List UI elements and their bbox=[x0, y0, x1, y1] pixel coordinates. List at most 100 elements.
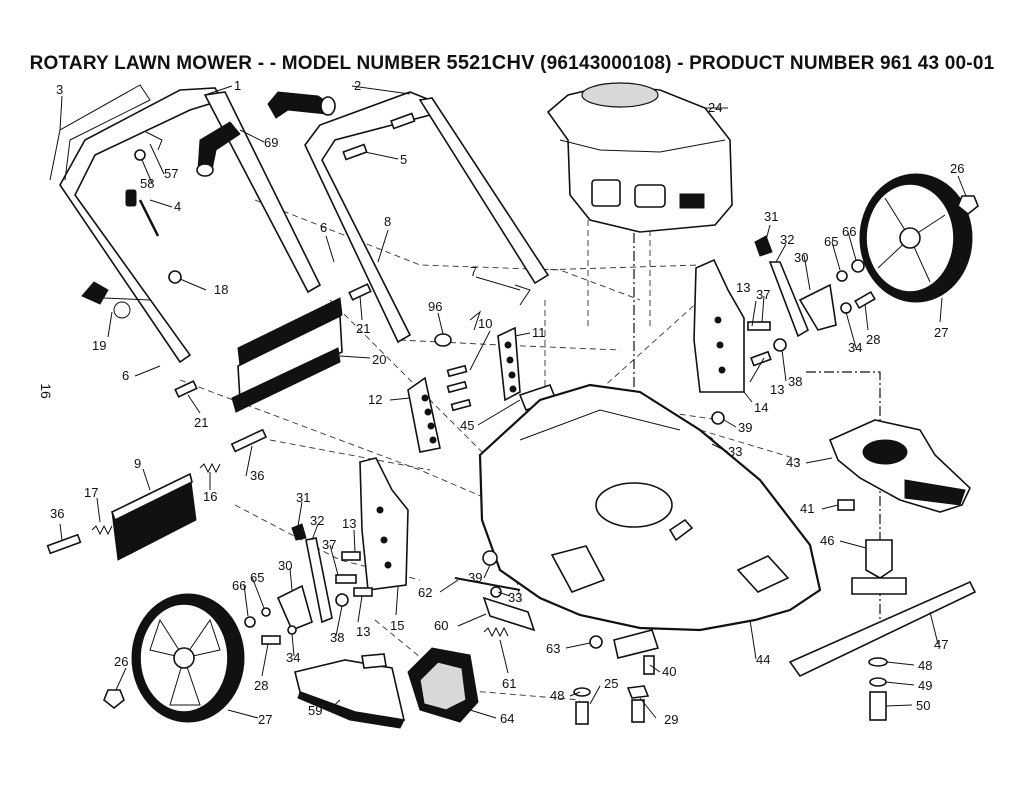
washer-65-right bbox=[836, 270, 848, 282]
diagram-title: ROTARY LAWN MOWER - - MODEL NUMBER 5521C… bbox=[0, 52, 1024, 75]
label-part-62: 62 bbox=[418, 585, 432, 600]
label-part-66-left: 66 bbox=[232, 578, 246, 593]
label-part-17: 17 bbox=[84, 485, 98, 500]
nut-38-right bbox=[773, 338, 787, 352]
label-part-50: 50 bbox=[916, 698, 930, 713]
washer-66-left bbox=[244, 616, 256, 628]
washer-34-left bbox=[287, 625, 297, 635]
spring-16 bbox=[199, 462, 221, 474]
label-part-16: 16 bbox=[203, 489, 217, 504]
label-part-34-left: 34 bbox=[286, 650, 300, 665]
bushing-39-right bbox=[711, 411, 725, 425]
grip-31-left bbox=[291, 523, 307, 541]
label-part-8: 8 bbox=[384, 214, 391, 229]
discharge-chute-59 bbox=[294, 653, 406, 729]
label-part-25: 25 bbox=[604, 676, 618, 691]
part-number-labels: 1 2 3 4 5 6 6 7 8 9 10 11 12 13 13 13 13… bbox=[50, 78, 964, 727]
wheel-27-right bbox=[859, 173, 973, 303]
control-cable-4 bbox=[125, 189, 160, 237]
label-part-32-right: 32 bbox=[780, 232, 794, 247]
label-part-38-right: 38 bbox=[788, 374, 802, 389]
bushing-39-left bbox=[482, 550, 498, 566]
mulch-plug-43 bbox=[828, 419, 971, 513]
label-part-28-left: 28 bbox=[254, 678, 268, 693]
bolt-36-lower bbox=[46, 533, 82, 555]
screws-10 bbox=[446, 364, 472, 412]
wing-knob-19 bbox=[81, 281, 151, 319]
blade-adapter-46 bbox=[851, 539, 907, 595]
label-part-36-upper: 36 bbox=[250, 468, 264, 483]
title-suffix: (96143000108) - PRODUCT NUMBER 961 43 00… bbox=[534, 53, 995, 74]
label-part-19: 19 bbox=[92, 338, 106, 353]
label-part-26-right: 26 bbox=[950, 161, 964, 176]
bracket-60 bbox=[482, 596, 536, 632]
label-part-13-c: 13 bbox=[342, 516, 356, 531]
label-part-59: 59 bbox=[308, 703, 322, 718]
label-part-3: 3 bbox=[56, 82, 63, 97]
label-part-7: 7 bbox=[470, 264, 477, 279]
bolt-13-left-a bbox=[341, 551, 361, 561]
washer-48-left bbox=[573, 687, 591, 697]
label-part-30-left: 30 bbox=[278, 558, 292, 573]
bolt-28-right bbox=[854, 290, 876, 310]
nut-63 bbox=[589, 635, 603, 649]
label-part-11: 11 bbox=[532, 325, 546, 340]
rod-62 bbox=[454, 577, 521, 591]
grip-31-right bbox=[754, 235, 773, 257]
label-part-38-left: 38 bbox=[330, 630, 344, 645]
washer-65-left bbox=[261, 607, 271, 617]
nut-29 bbox=[626, 685, 650, 699]
bolt-40 bbox=[643, 655, 655, 675]
label-part-9: 9 bbox=[134, 456, 141, 471]
label-part-2: 2 bbox=[354, 78, 361, 93]
wheel-27-left bbox=[131, 593, 245, 723]
engine-24 bbox=[546, 82, 733, 233]
label-part-48-left: 48 bbox=[550, 688, 564, 703]
lower-handle-left bbox=[59, 87, 322, 364]
label-part-37-left: 37 bbox=[322, 537, 336, 552]
lever-32-right bbox=[768, 261, 810, 338]
height-bracket-12 bbox=[407, 376, 441, 453]
label-part-96: 96 bbox=[428, 299, 442, 314]
bolt-37-left bbox=[335, 574, 357, 584]
washer-34-right bbox=[840, 302, 852, 314]
height-bracket-11 bbox=[497, 326, 521, 402]
screw-58 bbox=[134, 149, 146, 161]
label-part-6-lower: 6 bbox=[122, 368, 129, 383]
rear-baffle-rails-20 bbox=[231, 297, 343, 413]
rear-shield-64 bbox=[407, 647, 479, 723]
label-part-58: 58 bbox=[140, 176, 154, 191]
label-part-13-a: 13 bbox=[736, 280, 750, 295]
bolt-13-left-b bbox=[353, 587, 373, 597]
label-part-46: 46 bbox=[820, 533, 834, 548]
label-part-21-lower: 21 bbox=[194, 415, 208, 430]
leader-lines bbox=[59, 85, 967, 719]
label-part-31-right: 31 bbox=[764, 209, 778, 224]
nut-33-left bbox=[490, 586, 502, 598]
label-part-48-right: 48 bbox=[918, 658, 932, 673]
bracket-40 bbox=[613, 629, 660, 659]
label-part-65-right: 65 bbox=[824, 234, 838, 249]
label-part-6-upper: 6 bbox=[320, 220, 327, 235]
label-part-36-lower: 36 bbox=[50, 506, 64, 521]
clip-57 bbox=[145, 131, 163, 151]
label-part-32-left: 32 bbox=[310, 513, 324, 528]
mower-deck-44 bbox=[478, 383, 822, 632]
label-part-14: 14 bbox=[754, 400, 768, 415]
label-part-10: 10 bbox=[478, 316, 492, 331]
label-part-41: 41 bbox=[800, 501, 814, 516]
label-part-33-right: 33 bbox=[728, 444, 742, 459]
label-part-63: 63 bbox=[546, 641, 560, 656]
label-part-13-d: 13 bbox=[356, 624, 370, 639]
nut-38-left bbox=[335, 593, 349, 607]
spring-61 bbox=[483, 626, 509, 638]
label-part-18: 18 bbox=[214, 282, 228, 297]
bolt-37-right bbox=[747, 321, 771, 331]
nut-18 bbox=[168, 270, 182, 284]
bolt-25-a bbox=[575, 701, 589, 725]
washer-48-right bbox=[868, 657, 888, 667]
label-part-49: 49 bbox=[918, 678, 932, 693]
label-part-65-left: 65 bbox=[250, 570, 264, 585]
label-part-12: 12 bbox=[368, 392, 382, 407]
arm-30-right bbox=[798, 283, 837, 331]
